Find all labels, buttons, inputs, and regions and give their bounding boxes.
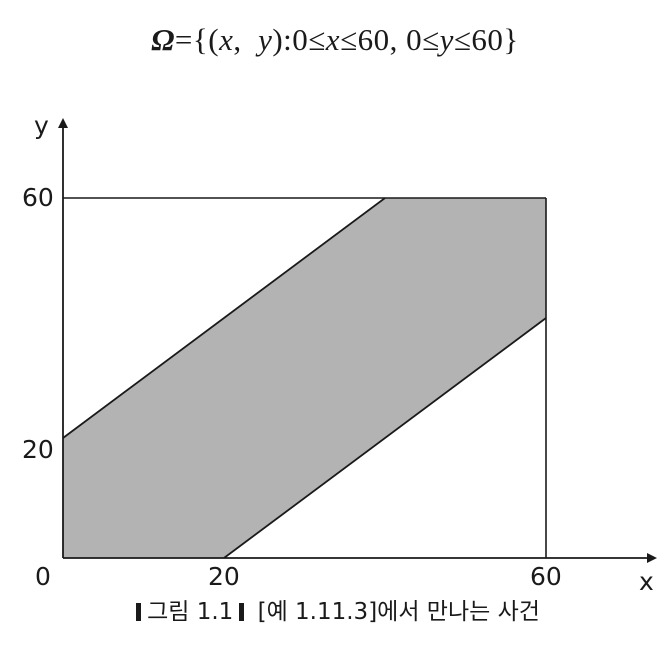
- set-open: {(: [192, 22, 220, 57]
- y-tick-label-60: 60: [22, 183, 54, 212]
- shaded-region: [63, 198, 546, 558]
- omega-symbol: Ω: [151, 22, 175, 57]
- formula-condition-1: ≤60, 0≤: [340, 22, 440, 57]
- caption-bar-left: [136, 603, 142, 621]
- sample-space-formula: Ω={(x, y):0≤x≤60, 0≤y≤60}: [0, 22, 670, 58]
- formula-comma: ,: [233, 22, 259, 57]
- origin-tick-label: 0: [35, 562, 51, 590]
- plot-area: [58, 118, 657, 563]
- formula-y: y: [258, 22, 273, 57]
- formula-x-condition: x: [325, 22, 341, 57]
- region-diagram: y x 0 20 60 20 60: [22, 111, 657, 590]
- formula-condition-2: ≤60}: [453, 22, 519, 57]
- formula-y-condition: y: [439, 22, 454, 57]
- x-axis-label: x: [639, 567, 654, 590]
- x-tick-label-60: 60: [530, 562, 562, 590]
- equals-sign: =: [174, 22, 193, 57]
- figure-label: 그림 1.1: [147, 599, 234, 625]
- formula-x: x: [219, 22, 234, 57]
- formula-set-mid: ):0≤: [272, 22, 326, 57]
- caption-bar-right: [239, 603, 245, 621]
- y-tick-label-20: 20: [22, 435, 54, 464]
- caption-text: [예 1.11.3]에서 만나는 사건: [257, 599, 540, 625]
- lower-boundary-line: [223, 317, 547, 559]
- upper-boundary-line: [62, 197, 386, 439]
- y-axis-label: y: [34, 111, 49, 140]
- x-tick-label-20: 20: [208, 562, 240, 590]
- figure-caption: 그림 1.1 [예 1.11.3]에서 만나는 사건: [0, 592, 670, 626]
